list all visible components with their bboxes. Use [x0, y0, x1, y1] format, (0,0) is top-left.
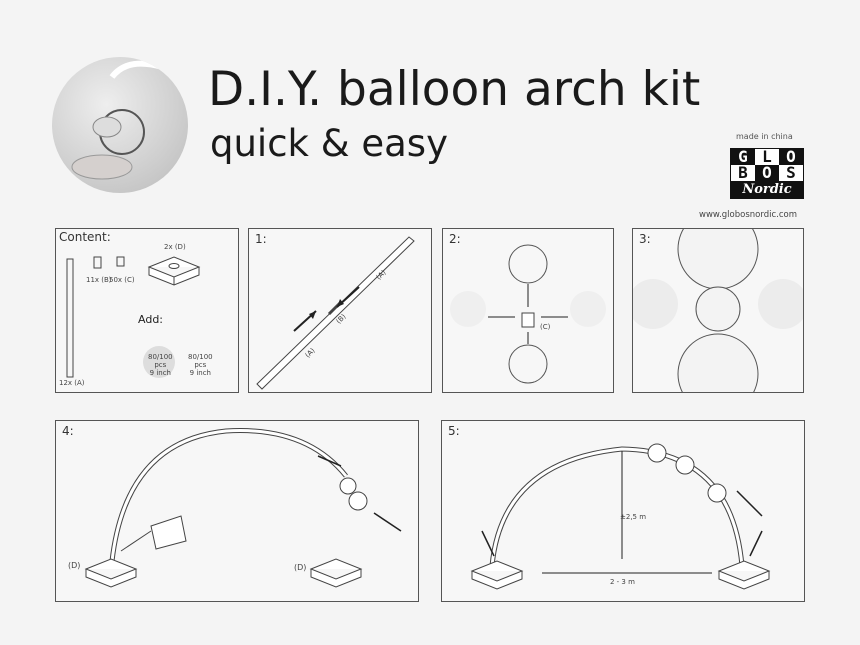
finished-arch-illustration [470, 443, 771, 590]
tube-assembly-illustration [256, 236, 415, 390]
part-b-count: 11x (B) [86, 276, 112, 284]
balloon-clip-illustration [450, 244, 606, 384]
header-photo [52, 57, 188, 193]
step-4-panel: 4: (D) (D) [55, 420, 419, 602]
content-parts-illustration [66, 256, 201, 378]
brand-website: www.globosnordic.com [699, 210, 797, 220]
part-c-count: 50x (C) [109, 276, 135, 284]
page-title: D.I.Y. balloon arch kit [208, 62, 701, 117]
step-4-base-left: (D) [68, 561, 81, 570]
balloon-1-qty: 80/100 [148, 353, 173, 361]
balloon-1-size: 9 inch [149, 369, 171, 377]
part-a-count: 12x (A) [59, 379, 85, 387]
part-d-count: 2x (D) [164, 243, 186, 251]
step-2-panel: 2: (C) [442, 228, 614, 393]
balloon-2-qty: 80/100 [188, 353, 213, 361]
made-in-label: made in china [736, 132, 793, 141]
step-4-label: 4: [62, 424, 74, 438]
step-5-label: 5: [448, 424, 460, 438]
step-3-panel: 3: [632, 228, 804, 393]
step-5-panel: 5: ±2,5 m 2 - 3 m [441, 420, 805, 602]
content-label: Content: [59, 230, 111, 244]
step-2-label: 2: [449, 232, 461, 246]
step-2-part-c: (C) [540, 323, 551, 331]
page-subtitle: quick & easy [210, 122, 448, 165]
step-1-panel: 1: (A) (B) (A) [248, 228, 432, 393]
add-label: Add: [138, 313, 164, 326]
balloon-1-unit: pcs [154, 361, 167, 369]
step-3-label: 3: [639, 232, 651, 246]
balloon-2-unit: pcs [194, 361, 207, 369]
content-panel: Content: 12x (A) 11x (B) 50x (C) 2x (D) … [55, 228, 239, 393]
balloon-2-size: 9 inch [189, 369, 211, 377]
arch-height-label: ±2,5 m [620, 513, 647, 521]
balloon-clip-illustration [71, 60, 163, 180]
arch-width-label: 2 - 3 m [610, 578, 635, 586]
balloon-cluster-illustration [633, 229, 803, 392]
step-1-label: 1: [255, 232, 267, 246]
step-4-base-right: (D) [294, 563, 307, 572]
arch-water-illustration [84, 428, 402, 588]
